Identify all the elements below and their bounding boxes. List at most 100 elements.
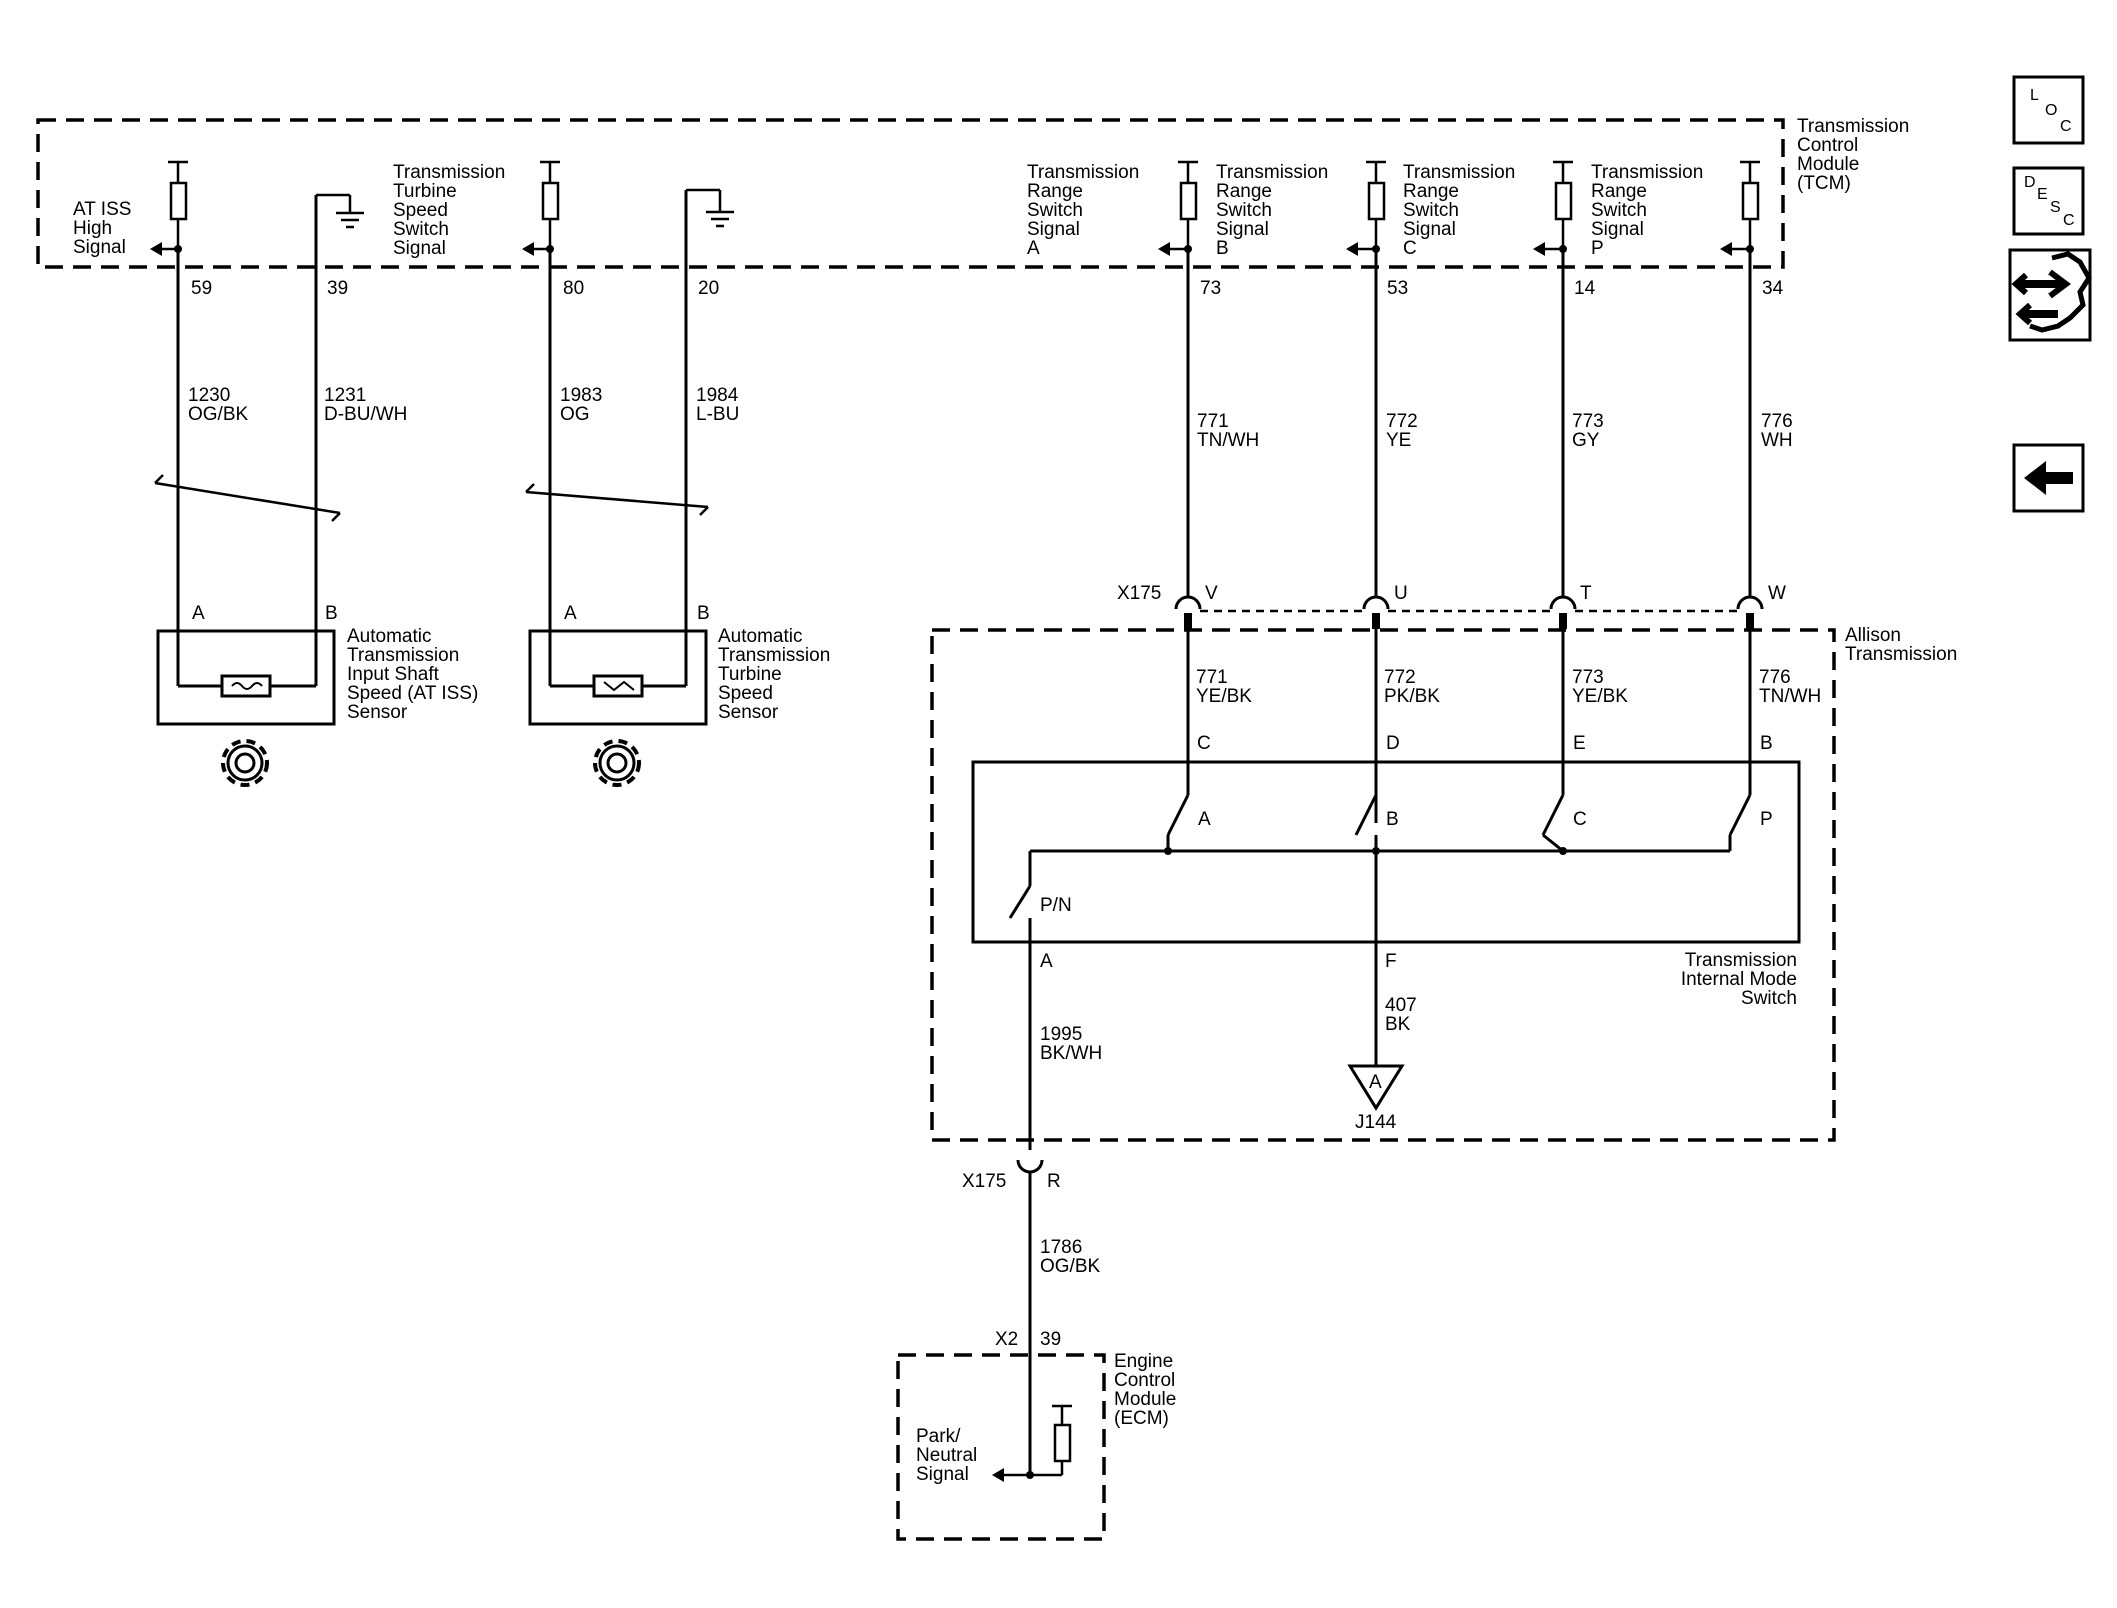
switch-out-f: F	[1385, 951, 1397, 972]
back-arrow-icon	[2024, 461, 2073, 495]
svg-text:1230: 1230	[188, 385, 230, 406]
switch-out-a: A	[1040, 951, 1053, 972]
range-signal-c: Transmission Range Switch Signal C	[1403, 160, 1573, 598]
svg-text:Transmission: Transmission	[1685, 950, 1797, 971]
switch-contact-p: P	[1760, 809, 1773, 830]
svg-text:O: O	[2045, 102, 2057, 119]
svg-text:773: 773	[1572, 667, 1604, 688]
svg-text:PK/BK: PK/BK	[1384, 686, 1440, 707]
svg-text:Control: Control	[1797, 135, 1858, 156]
tss-pin-b: B	[697, 603, 710, 624]
internal-mode-switch-label: Transmission Internal Mode Switch	[1681, 950, 1797, 1009]
svg-text:771: 771	[1196, 667, 1228, 688]
svg-text:S: S	[2050, 199, 2061, 216]
pin-39: 39	[327, 278, 348, 299]
svg-text:Turbine: Turbine	[718, 664, 782, 685]
svg-text:773: 773	[1572, 411, 1604, 432]
svg-text:1231: 1231	[324, 385, 366, 406]
svg-text:Switch: Switch	[1591, 200, 1647, 221]
iss-pin-b: B	[325, 603, 338, 624]
svg-text:Input Shaft: Input Shaft	[347, 664, 440, 685]
svg-text:Allison: Allison	[1845, 625, 1901, 646]
x175-pin-u: U	[1394, 583, 1408, 604]
wire-1230-label: 1230 OG/BK	[188, 385, 249, 425]
svg-text:BK: BK	[1385, 1014, 1411, 1035]
svg-text:D-BU/WH: D-BU/WH	[324, 404, 407, 425]
pin-14: 14	[1574, 278, 1596, 299]
svg-text:Transmission: Transmission	[1797, 116, 1909, 137]
svg-text:Signal: Signal	[73, 237, 126, 258]
switch-contact-b: B	[1386, 809, 1399, 830]
x175-pin-v: V	[1205, 583, 1218, 604]
description-button[interactable]: D E S C	[2012, 166, 2085, 236]
svg-text:E: E	[2037, 186, 2048, 203]
svg-text:Switch: Switch	[1216, 200, 1272, 221]
connector-info-button[interactable]	[2008, 248, 2092, 342]
location-button[interactable]: L O C	[2012, 75, 2085, 145]
svg-text:High: High	[73, 218, 112, 239]
turbine-circuit	[522, 160, 734, 634]
svg-text:A: A	[1027, 238, 1040, 259]
internal-mode-switch	[971, 760, 1801, 1150]
wire-1231-label: 1231 D-BU/WH	[324, 385, 407, 425]
svg-text:Transmission: Transmission	[718, 645, 830, 666]
svg-text:B: B	[1216, 238, 1229, 259]
pin-53: 53	[1387, 278, 1408, 299]
wire-776-lower-label: 776 TN/WH	[1759, 667, 1821, 707]
switch-pin-d: D	[1386, 733, 1400, 754]
gear-icon	[593, 739, 641, 787]
iss-sensor	[156, 629, 336, 726]
wire-771-upper-label: 771 TN/WH	[1197, 411, 1259, 451]
svg-text:C: C	[2063, 212, 2075, 229]
switch-contact-c: C	[1573, 809, 1587, 830]
svg-text:772: 772	[1384, 667, 1416, 688]
svg-text:407: 407	[1385, 995, 1417, 1016]
x175-r-label: X175	[962, 1171, 1006, 1192]
x175-pin-r: R	[1047, 1171, 1061, 1192]
svg-text:Transmission: Transmission	[393, 162, 505, 183]
wire-773-lower-label: 773 YE/BK	[1572, 667, 1628, 707]
gear-icon	[221, 739, 269, 787]
svg-text:YE: YE	[1386, 430, 1411, 451]
x175-label: X175	[1117, 583, 1161, 604]
svg-text:A: A	[1369, 1072, 1382, 1093]
svg-text:Internal Mode: Internal Mode	[1681, 969, 1797, 990]
svg-text:Automatic: Automatic	[718, 626, 802, 647]
range-signal-p: Transmission Range Switch Signal P	[1591, 160, 1760, 598]
pin-80: 80	[563, 278, 584, 299]
pin-20: 20	[698, 278, 719, 299]
svg-text:OG/BK: OG/BK	[188, 404, 249, 425]
wire-1983-label: 1983 OG	[560, 385, 602, 425]
ecm-module-box	[896, 1353, 1106, 1541]
svg-text:P: P	[1591, 238, 1604, 259]
wire-771-lower-label: 771 YE/BK	[1196, 667, 1252, 707]
svg-text:Park/: Park/	[916, 1426, 961, 1447]
tss-pin-a: A	[564, 603, 577, 624]
svg-text:YE/BK: YE/BK	[1196, 686, 1252, 707]
switch-contact-a: A	[1198, 809, 1211, 830]
svg-text:GY: GY	[1572, 430, 1600, 451]
turbine-signal-label: Transmission Turbine Speed Switch Signal	[393, 162, 505, 259]
ground-j144: A J144	[1347, 1064, 1405, 1133]
allison-transmission-label: Allison Transmission	[1845, 625, 1957, 665]
svg-text:TN/WH: TN/WH	[1759, 686, 1821, 707]
svg-text:1983: 1983	[560, 385, 602, 406]
back-button[interactable]	[2012, 443, 2085, 513]
svg-text:Transmission: Transmission	[1845, 644, 1957, 665]
svg-text:Transmission: Transmission	[1216, 162, 1328, 183]
switch-pin-c: C	[1197, 733, 1211, 754]
svg-text:D: D	[2024, 174, 2036, 191]
ecm-module-label: Engine Control Module (ECM)	[1114, 1351, 1176, 1429]
svg-text:Signal: Signal	[1216, 219, 1269, 240]
at-iss-signal-label: AT ISS High Signal	[73, 199, 131, 258]
svg-text:(ECM): (ECM)	[1114, 1408, 1169, 1429]
svg-text:Switch: Switch	[1741, 988, 1797, 1009]
svg-text:OG: OG	[560, 404, 590, 425]
svg-text:Sensor: Sensor	[718, 702, 779, 723]
svg-text:Automatic: Automatic	[347, 626, 431, 647]
svg-text:771: 771	[1197, 411, 1229, 432]
allison-transmission-box	[930, 628, 1836, 1142]
range-signal-a: Transmission Range Switch Signal A	[1027, 160, 1198, 598]
x175-pin-t: T	[1580, 583, 1592, 604]
svg-text:L: L	[2030, 87, 2039, 104]
